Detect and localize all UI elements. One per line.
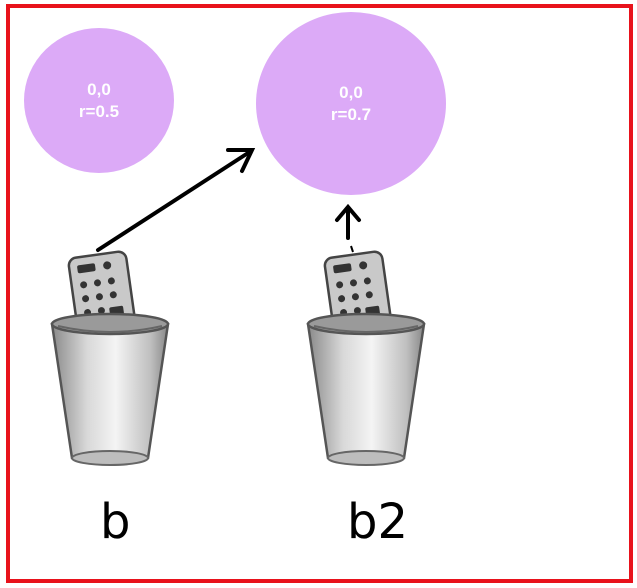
circle-object-small: 0,0 r=0.5 xyxy=(24,28,174,173)
arrow-b-to-circle xyxy=(96,151,250,252)
circle-object-small-coords: 0,0 xyxy=(87,80,111,100)
variable-label-b: b xyxy=(100,494,131,550)
remote-control-in-cup-icon xyxy=(306,250,426,466)
arrow-b2-tail-mark xyxy=(350,245,354,253)
arrow-b2-head xyxy=(335,203,361,222)
circle-object-small-radius: r=0.5 xyxy=(78,101,120,121)
variable-label-b2: b2 xyxy=(347,494,409,550)
circle-object-large-radius: r=0.7 xyxy=(330,104,372,124)
circle-object-large: 0,0 r=0.7 xyxy=(256,12,446,195)
circle-object-large-coords: 0,0 xyxy=(339,83,363,103)
remote-control-in-cup-icon xyxy=(50,250,170,466)
diagram-frame xyxy=(6,4,633,583)
arrow-b-head xyxy=(226,148,256,173)
